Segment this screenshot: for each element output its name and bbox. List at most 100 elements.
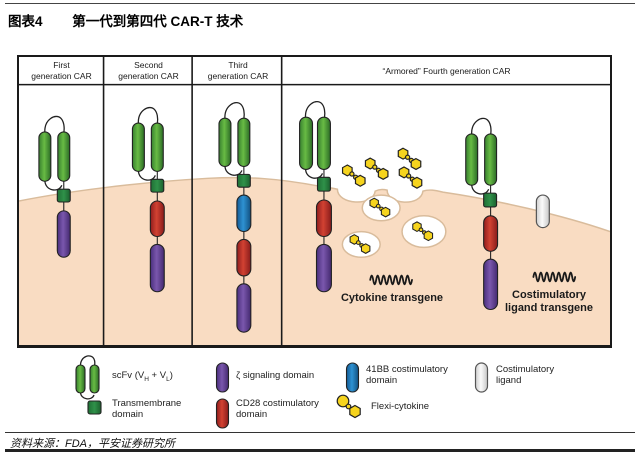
scfv-domain bbox=[237, 117, 251, 168]
cd28-domain bbox=[149, 200, 165, 238]
cd28-domain bbox=[315, 199, 332, 238]
transmembrane-legend-icon bbox=[87, 400, 102, 415]
transmembrane-domain bbox=[483, 192, 498, 208]
legend-text: scFv (V bbox=[112, 370, 145, 381]
legend-scfv-label: scFv (VH + VL) bbox=[112, 370, 173, 385]
legend-text: ) bbox=[169, 370, 173, 381]
panel-header-line: Second bbox=[134, 60, 163, 70]
cytokine-vesicles bbox=[341, 194, 447, 258]
zeta-legend-icon bbox=[215, 362, 230, 393]
cd28-legend-icon bbox=[215, 398, 230, 429]
scfv-linker bbox=[304, 168, 324, 179]
cell-membrane-edge bbox=[19, 176, 610, 233]
zeta-signaling-domain bbox=[56, 210, 71, 258]
figure-number: 图表4 bbox=[8, 14, 43, 29]
scfv-domain bbox=[218, 117, 232, 168]
scfv-domain bbox=[57, 131, 71, 182]
costim-ligand-legend-icon bbox=[474, 362, 489, 393]
scfv-domain bbox=[484, 133, 498, 186]
transmembrane-domain bbox=[236, 173, 251, 188]
zeta-signaling-domain bbox=[149, 243, 165, 293]
panel-header-fourth-gen: “Armored” Fourth generation CAR bbox=[382, 66, 511, 76]
legend-text: domain bbox=[236, 408, 268, 420]
cytokine-transgene-squiggle bbox=[369, 274, 413, 286]
scfv-linker bbox=[224, 165, 243, 176]
legend-text: Transmembrane bbox=[112, 398, 182, 409]
zeta-signaling-domain bbox=[483, 258, 499, 311]
legend-text: domain bbox=[112, 408, 144, 420]
costimulatory-ligand-transgene-label: Costimulatory ligand transgene bbox=[488, 289, 610, 314]
scfv-linker bbox=[471, 184, 490, 195]
diagram-canvas bbox=[19, 57, 610, 345]
panel-header-line: generation CAR bbox=[207, 70, 269, 81]
transmembrane-domain bbox=[316, 176, 331, 192]
scfv-legend-icon bbox=[75, 355, 100, 400]
scfv-domain bbox=[316, 116, 331, 170]
scfv-linker bbox=[137, 106, 159, 125]
source-text: 资料来源：FDA，平安证券研究所 bbox=[10, 438, 175, 450]
scfv-domain bbox=[38, 131, 52, 182]
source-rule-bottom bbox=[5, 449, 635, 452]
bb41-legend-icon bbox=[345, 362, 360, 393]
source-rule-top bbox=[5, 432, 635, 433]
scfv-linker bbox=[471, 117, 492, 136]
cytokine-pair-icon bbox=[398, 166, 423, 189]
legend-flexi-label: Flexi-cytokine bbox=[371, 401, 430, 412]
top-rule bbox=[5, 3, 635, 4]
legend-text: CD28 costimulatory bbox=[236, 398, 319, 409]
secreted-cytokines bbox=[341, 147, 423, 189]
scfv-domain bbox=[131, 122, 145, 172]
annot-line: ligand transgene bbox=[504, 301, 594, 314]
legend-text: Costimulatory bbox=[496, 364, 555, 375]
scfv-domain bbox=[465, 133, 479, 186]
panel-header-line: First bbox=[53, 60, 70, 70]
legend-text: ligand bbox=[496, 374, 522, 386]
transmembrane-domain bbox=[56, 188, 71, 203]
legend-transmembrane-label: Transmembrane domain bbox=[112, 398, 182, 420]
cytokine-pair-icon bbox=[341, 164, 366, 187]
panel-header-second-gen: Second generation CAR bbox=[104, 60, 193, 81]
legend-text: 41BB costimulatory bbox=[366, 364, 448, 375]
annot-line: Costimulatory bbox=[512, 289, 586, 301]
panel-header-third-gen: Third generation CAR bbox=[193, 60, 283, 81]
zeta-signaling-domain bbox=[236, 283, 252, 333]
cytokine-pair-icon bbox=[364, 157, 389, 180]
legend-text: domain bbox=[366, 374, 398, 386]
car-first-generation bbox=[38, 115, 71, 258]
legend-text: L bbox=[166, 375, 170, 383]
scfv-domain bbox=[150, 122, 164, 172]
panel-header-line: generation CAR bbox=[31, 70, 92, 81]
scfv-domain bbox=[299, 116, 314, 170]
figure-title: 图表4 第一代到第四代 CAR-T 技术 bbox=[8, 10, 628, 30]
costimulatory-ligand-transgene-squiggle bbox=[532, 271, 577, 283]
legend-text: + V bbox=[148, 370, 167, 381]
legend-cd28-label: CD28 costimulatory domain bbox=[236, 398, 319, 420]
panel-grid bbox=[19, 57, 610, 345]
car-second-generation bbox=[131, 106, 165, 293]
cell-membrane bbox=[19, 177, 610, 345]
scfv-linker bbox=[224, 101, 245, 120]
zeta-signaling-domain bbox=[315, 243, 332, 293]
bb41-domain bbox=[236, 194, 252, 233]
scfv-linker bbox=[304, 101, 326, 119]
panel-header-first-gen: First generation CAR bbox=[19, 60, 104, 81]
flexi-cytokine-legend-icon bbox=[336, 394, 361, 419]
cytokine-pair-icon bbox=[397, 147, 422, 171]
scfv-linker bbox=[137, 170, 156, 181]
legend-zeta-label: ζ signaling domain bbox=[236, 370, 315, 381]
legend-costim-ligand-label: Costimulatory ligand bbox=[496, 364, 555, 386]
panel-header-line: generation CAR bbox=[118, 70, 179, 81]
transmembrane-domain bbox=[150, 178, 165, 193]
car-fourth-generation-right bbox=[465, 117, 499, 311]
legend-bb41-label: 41BB costimulatory domain bbox=[366, 364, 448, 386]
costimulatory-ligand-pill bbox=[535, 194, 550, 229]
scfv-linker bbox=[44, 180, 63, 191]
cd28-domain bbox=[236, 238, 252, 277]
panel-header-line: Third bbox=[228, 60, 248, 70]
car-third-generation bbox=[218, 101, 252, 333]
figure-title-text: 第一代到第四代 CAR-T 技术 bbox=[72, 14, 244, 29]
cd28-domain bbox=[483, 215, 499, 252]
scfv-linker bbox=[44, 115, 65, 134]
car-fourth-generation-left bbox=[299, 101, 332, 293]
